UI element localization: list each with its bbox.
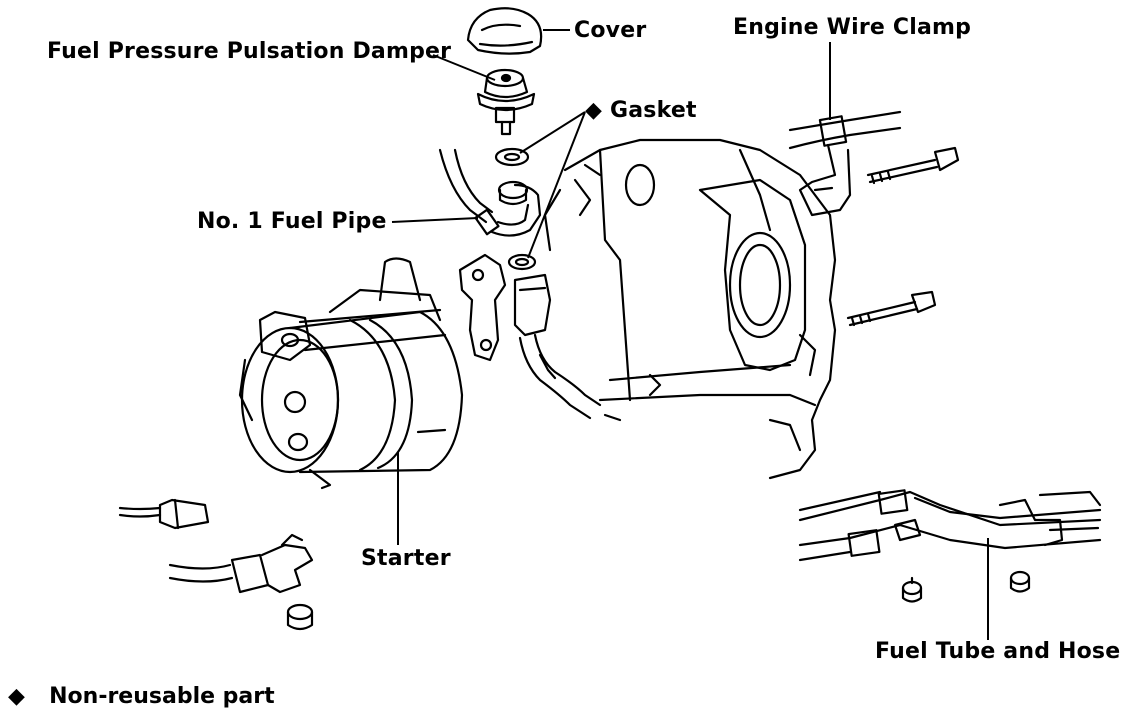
gasket-label-text: Gasket [609, 98, 697, 123]
fuel-tube-label: Fuel Tube and Hose [875, 639, 1121, 664]
fuel-tube-bolt-left [901, 576, 923, 603]
diamond-icon: ◆ [8, 683, 26, 709]
diamond-icon: ◆ [585, 98, 603, 123]
gasket-lower [507, 253, 537, 271]
starter-connector-lower [168, 533, 314, 594]
engine-wire-clamp-label: Engine Wire Clamp [733, 15, 972, 40]
damper-label: Fuel Pressure Pulsation Damper [47, 39, 452, 64]
cover-part [466, 7, 543, 55]
legend-text: Non-reusable part [49, 684, 275, 709]
leader-lines [391, 29, 989, 640]
starter-connector-upper [118, 498, 210, 530]
fuel-tube-part [798, 489, 1102, 562]
gasket-upper [494, 147, 530, 167]
starter-nut [286, 603, 314, 631]
gasket-label: ◆ Gasket [585, 100, 697, 122]
fuel-tube-bolt-right [1009, 570, 1031, 593]
bolt-upper [866, 146, 960, 185]
engine-block [543, 138, 837, 480]
cover-label: Cover [574, 18, 647, 43]
starter-part [238, 257, 464, 490]
pulsation-damper-part [476, 68, 536, 136]
fuel-pipe-label: No. 1 Fuel Pipe [197, 209, 387, 234]
delivery-pipe-bracket [458, 253, 602, 420]
legend: ◆ Non-reusable part [8, 684, 275, 709]
engine-wire-clamp-part [788, 110, 902, 217]
bolt-lower [846, 290, 937, 327]
starter-label: Starter [361, 546, 451, 571]
fuel-pipe-part [438, 148, 542, 237]
